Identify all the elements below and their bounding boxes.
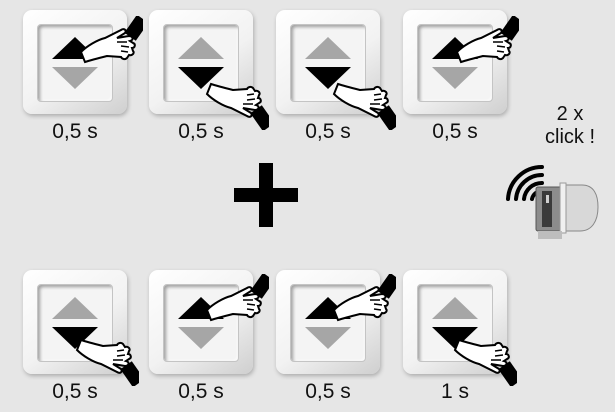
sequence-step-bottom-4: 1 s — [400, 262, 512, 412]
up-arrow — [432, 297, 478, 319]
pointing-hand-icon — [203, 274, 269, 324]
pointing-hand-icon — [330, 274, 396, 324]
rocker-switch[interactable] — [276, 270, 380, 374]
sequence-step-bottom-3: 0,5 s — [273, 262, 385, 412]
down-arrow — [432, 67, 478, 89]
sequence-step-bottom-1: 0,5 s — [20, 262, 132, 412]
rocker-switch[interactable] — [23, 10, 127, 114]
pointing-hand-icon — [453, 16, 519, 66]
duration-label: 1 s — [400, 380, 510, 404]
pointing-hand-icon — [77, 16, 143, 66]
rocker-switch[interactable] — [23, 270, 127, 374]
pointing-hand-icon — [73, 336, 139, 386]
sequence-step-top-1: 0,5 s — [20, 2, 132, 152]
rocker-switch[interactable] — [276, 10, 380, 114]
down-arrow — [52, 67, 98, 89]
click-count: 2 x — [530, 103, 610, 126]
up-arrow — [52, 297, 98, 319]
sequence-step-top-3: 0,5 s — [273, 2, 385, 152]
duration-label: 0,5 s — [273, 380, 383, 404]
duration-label: 0,5 s — [20, 380, 130, 404]
down-arrow — [305, 327, 351, 349]
plus-icon — [234, 163, 298, 227]
pointing-hand-icon — [451, 336, 517, 386]
click-instruction: 2 x click ! — [530, 103, 610, 149]
up-arrow — [178, 37, 224, 59]
sequence-step-bottom-2: 0,5 s — [146, 262, 258, 412]
down-arrow — [178, 327, 224, 349]
duration-label: 0,5 s — [273, 120, 383, 144]
rocker-switch[interactable] — [149, 270, 253, 374]
click-label: click ! — [530, 126, 610, 149]
duration-label: 0,5 s — [400, 120, 510, 144]
duration-label: 0,5 s — [20, 120, 130, 144]
rocker-switch[interactable] — [403, 10, 507, 114]
rocker-switch[interactable] — [149, 10, 253, 114]
duration-label: 0,5 s — [146, 120, 256, 144]
duration-label: 0,5 s — [146, 380, 256, 404]
up-arrow — [305, 37, 351, 59]
sequence-step-top-2: 0,5 s — [146, 2, 258, 152]
wireless-receiver-icon — [502, 165, 602, 245]
rocker-switch[interactable] — [403, 270, 507, 374]
sequence-step-top-4: 0,5 s — [400, 2, 512, 152]
